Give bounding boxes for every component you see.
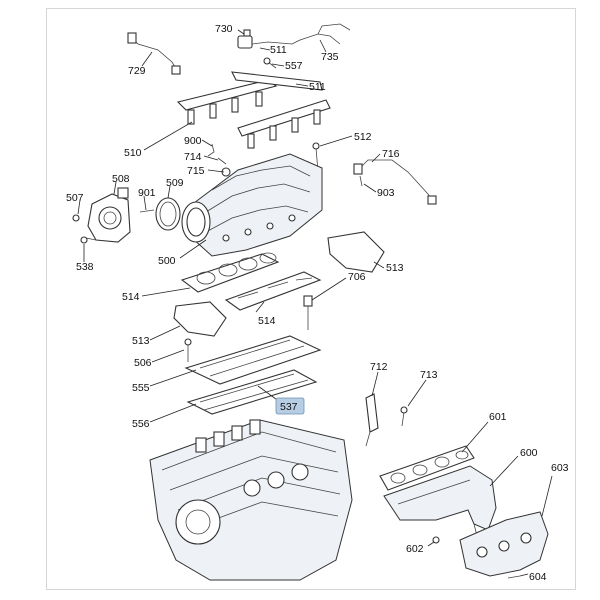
part-557-bolt [263,57,277,69]
callout-514-left[interactable]: 514 [122,291,140,303]
part-512-bolt [312,142,320,173]
callout-715[interactable]: 715 [187,165,205,177]
part-556-gasket [186,369,318,415]
callout-506[interactable]: 506 [134,357,152,369]
part-514-intake-gasket-right [224,271,322,311]
callout-500[interactable]: 500 [158,255,176,267]
callout-514-mid[interactable]: 514 [258,315,276,327]
part-514-intake-gasket-left [180,252,280,293]
part-engine-block [149,419,353,581]
callout-555[interactable]: 555 [132,382,150,394]
callout-557[interactable]: 557 [285,60,303,72]
callout-729[interactable]: 729 [128,65,146,77]
callout-510[interactable]: 510 [124,147,142,159]
callout-509[interactable]: 509 [166,177,184,189]
callout-601[interactable]: 601 [489,411,507,423]
callout-512[interactable]: 512 [354,131,372,143]
part-555-valve-cover [184,335,322,385]
callout-901[interactable]: 901 [138,187,156,199]
callout-600[interactable]: 600 [520,447,538,459]
callout-735[interactable]: 735 [321,51,339,63]
part-730-solenoid [237,29,253,49]
callout-556[interactable]: 556 [132,418,150,430]
part-513-cover-left [173,301,227,337]
callout-538[interactable]: 538 [76,261,94,273]
diagram-frame [46,8,576,590]
callout-511-mid[interactable]: 511 [309,81,326,93]
callout-603[interactable]: 603 [551,462,569,474]
callout-537-highlight [275,397,305,415]
part-712-bracket [365,393,379,447]
callout-537[interactable]: 537 [280,401,298,413]
part-900-714-715 [207,143,231,177]
part-508-throttle-body [87,187,131,243]
callout-508[interactable]: 508 [112,173,130,185]
part-735-hose [251,23,351,45]
part-510-fuel-rail [176,71,331,149]
callout-714[interactable]: 714 [184,151,202,163]
part-713-bolt [400,406,408,427]
callout-602[interactable]: 602 [406,543,424,555]
part-603-heat-shield [459,511,549,577]
part-601-exhaust-gasket [379,445,475,491]
part-602-604-bolts [432,536,521,579]
callout-507[interactable]: 507 [66,192,84,204]
part-506-bolt [184,338,192,362]
part-716-pipe [353,159,437,205]
callout-900[interactable]: 900 [184,135,202,147]
part-509-gasket [155,197,181,231]
callout-labels: 729 730 511 735 557 511 510 512 900 714 … [66,23,569,583]
part-513-cover-right [327,231,385,273]
part-500-intake-manifold [181,153,323,257]
callout-903[interactable]: 903 [377,187,395,199]
callout-706[interactable]: 706 [348,271,366,283]
callout-513-right[interactable]: 513 [386,262,404,274]
callout-712[interactable]: 712 [370,361,388,373]
callout-511-top[interactable]: 511 [270,44,287,56]
part-706-bolt [303,295,313,330]
part-901-507-538-fasteners [72,209,155,244]
callout-716[interactable]: 716 [382,148,400,160]
callout-604[interactable]: 604 [529,571,547,583]
callout-713[interactable]: 713 [420,369,438,381]
callout-513-left[interactable]: 513 [132,335,150,347]
callout-730[interactable]: 730 [215,23,233,35]
part-729-harness [127,32,181,75]
part-600-exhaust-manifold [383,465,497,541]
leader-lines [77,29,553,577]
